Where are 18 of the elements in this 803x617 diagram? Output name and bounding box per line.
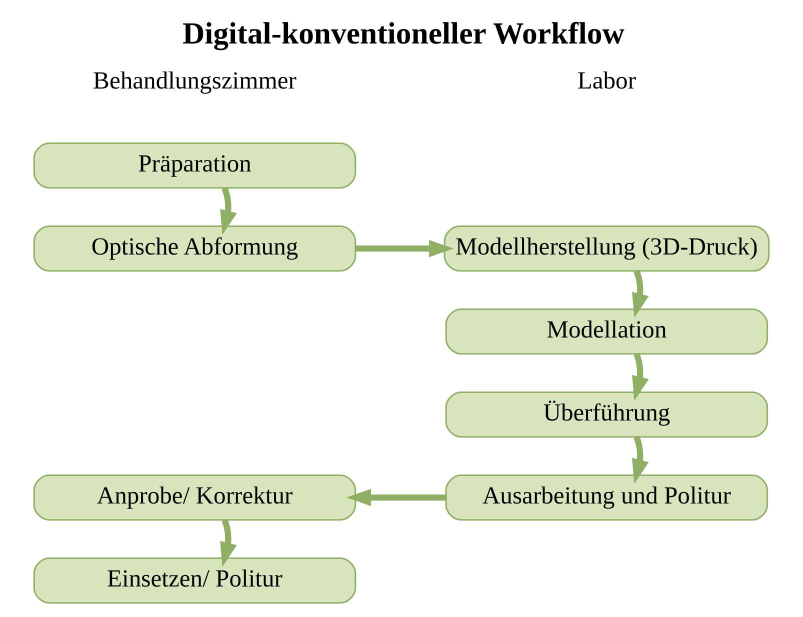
arrow [220,186,237,235]
label: Labor [577,67,636,94]
arrow [632,436,649,484]
arrow [220,518,237,567]
diagram-title: Digital-konventioneller Workflow [182,16,624,50]
node-box: Ausarbeitung und Politur [445,474,768,521]
node-box: Modellherstellung (3D-Druck) [444,226,770,272]
arrow [632,270,649,318]
node-box: Modellation [445,308,768,355]
node-box: Einsetzen/ Politur [33,558,356,604]
node-box: Präparation [33,142,356,189]
arrow [346,488,446,506]
node-box: Anprobe/ Korrektur [33,474,356,521]
node-box: Überführung [445,392,768,438]
label: Behandlungszimmer [93,67,296,94]
arrow [632,353,649,401]
node-box: Optische Abformung [33,226,356,272]
arrow [356,240,454,258]
